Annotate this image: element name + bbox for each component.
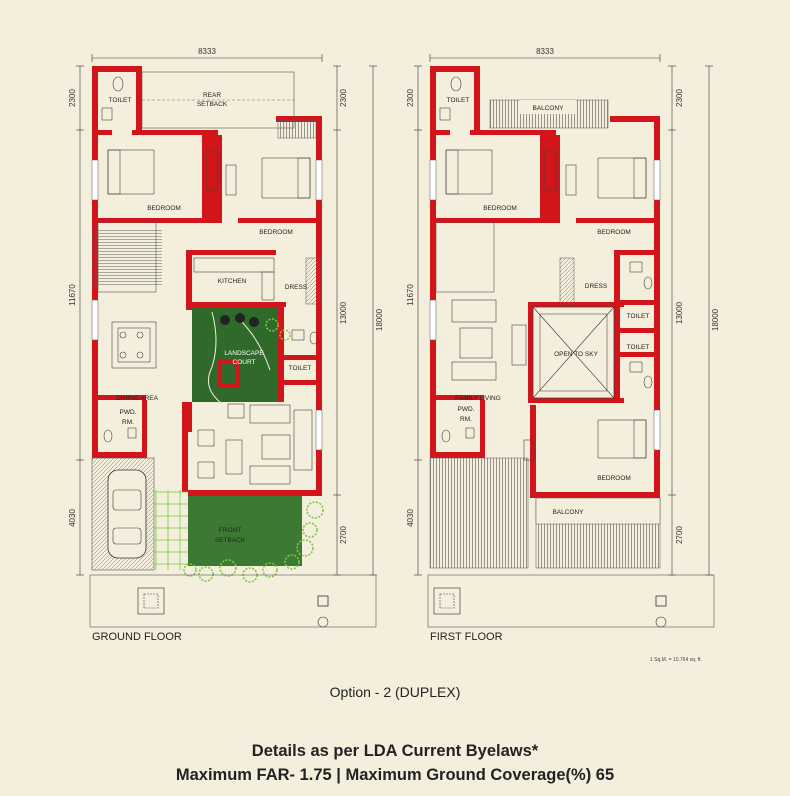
dimension-lines bbox=[414, 54, 713, 576]
option-title: Option - 2 (DUPLEX) bbox=[329, 684, 461, 700]
width-dimension: 8333 bbox=[536, 47, 554, 56]
room-label: TOILET bbox=[109, 97, 132, 104]
top-right-dimension: 2300 bbox=[675, 89, 684, 107]
room-label: SETBACK bbox=[197, 101, 228, 108]
room-label: COURT bbox=[233, 359, 256, 366]
room-label: PWD. bbox=[458, 406, 475, 413]
room-label: RM. bbox=[122, 419, 134, 426]
bottom-left-dimension: 4030 bbox=[68, 509, 77, 527]
open-to-sky bbox=[532, 306, 615, 399]
windows bbox=[91, 159, 323, 451]
mid-right-dimension: 13000 bbox=[339, 301, 348, 324]
furniture bbox=[101, 76, 319, 485]
room-label: DRESS bbox=[585, 283, 608, 290]
room-label: REAR bbox=[203, 92, 221, 99]
room-label: BALCONY bbox=[552, 509, 584, 516]
room-label: DINING AREA bbox=[116, 395, 159, 402]
room-label: BEDROOM bbox=[597, 229, 631, 236]
room-label: TOILET bbox=[627, 313, 650, 320]
front-lawn bbox=[188, 496, 302, 566]
bottom-right-dimension: 2700 bbox=[339, 526, 348, 544]
details-heading: Details as per LDA Current Byelaws* bbox=[251, 742, 539, 760]
width-dimension: 8333 bbox=[198, 47, 216, 56]
mid-left-dimension: 11670 bbox=[68, 284, 77, 306]
first-floor-label: FIRST FLOOR bbox=[430, 631, 503, 643]
room-label: BEDROOM bbox=[597, 475, 631, 482]
room-label: PWD. bbox=[120, 409, 137, 416]
ground-floor-plan: 8333 2300 2300 11670 13000 18000 4030 27… bbox=[68, 47, 384, 643]
room-label: LANDSCAPE bbox=[224, 350, 264, 357]
car bbox=[107, 469, 147, 559]
room-label: TOILET bbox=[289, 365, 312, 372]
furniture bbox=[439, 76, 653, 461]
walls bbox=[430, 66, 660, 498]
top-left-dimension: 2300 bbox=[68, 89, 77, 107]
terrace bbox=[429, 457, 529, 569]
top-right-dimension: 2300 bbox=[339, 89, 348, 107]
front-balcony bbox=[535, 497, 661, 525]
staircase bbox=[92, 228, 162, 286]
top-left-dimension: 2300 bbox=[406, 89, 415, 107]
room-label: TOILET bbox=[627, 344, 650, 351]
room-label: TOILET bbox=[447, 97, 470, 104]
room-label: RM. bbox=[460, 416, 472, 423]
bottom-left-dimension: 4030 bbox=[406, 509, 415, 527]
room-label: OPEN TO SKY bbox=[554, 351, 598, 358]
first-floor-plan: 8333 2300 2300 11670 13000 18000 4030 27… bbox=[406, 47, 720, 643]
overall-dimension: 18000 bbox=[711, 308, 720, 331]
staircase bbox=[435, 221, 495, 293]
room-label: BEDROOM bbox=[147, 205, 181, 212]
room-label: SETBACK bbox=[215, 537, 246, 544]
conversion-note: 1 Sq.M. = 10.764 sq. ft. bbox=[650, 657, 702, 663]
room-label: BEDROOM bbox=[483, 205, 517, 212]
room-label: FAMILY LIVING bbox=[455, 395, 501, 402]
windows bbox=[429, 159, 661, 451]
mid-right-dimension: 13000 bbox=[675, 301, 684, 324]
floor-plans: 8333 2300 2300 11670 13000 18000 4030 27… bbox=[68, 47, 720, 643]
room-label: KITCHEN bbox=[218, 278, 247, 285]
room-label: BALCONY bbox=[532, 105, 564, 112]
far-coverage-line: Maximum FAR- 1.75 | Maximum Ground Cover… bbox=[175, 766, 615, 784]
overall-dimension: 18000 bbox=[375, 308, 384, 331]
ground-floor-label: GROUND FLOOR bbox=[92, 631, 182, 643]
paving-grid bbox=[154, 490, 188, 570]
bottom-right-dimension: 2700 bbox=[675, 526, 684, 544]
room-label: BEDROOM bbox=[259, 229, 293, 236]
room-label: FRONT bbox=[219, 527, 241, 534]
mid-left-dimension: 11670 bbox=[406, 284, 415, 306]
room-label: DRESS bbox=[285, 284, 308, 291]
